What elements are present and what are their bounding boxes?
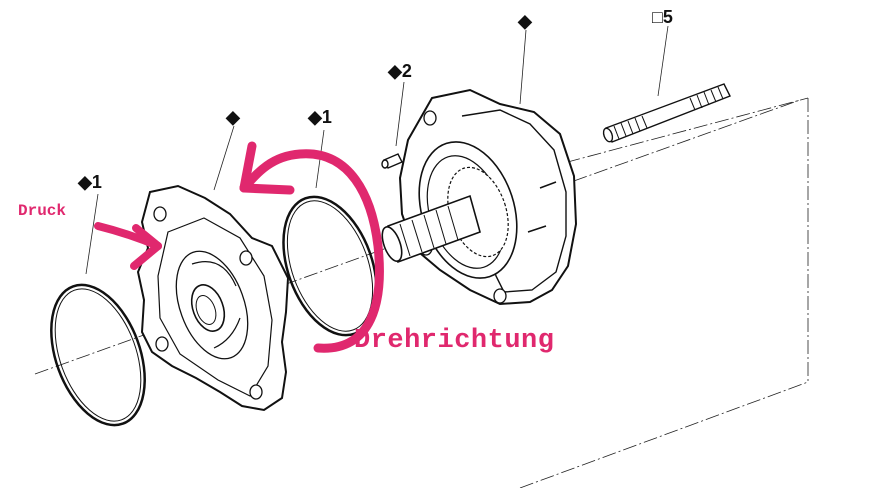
splined-shaft: [381, 194, 481, 264]
callout-pump-housing: ◆: [518, 11, 532, 31]
annotation-rotation: Drehrichtung: [354, 326, 555, 356]
annotation-pressure: Druck: [18, 202, 67, 220]
boundary-top: [544, 97, 809, 169]
callout-stud: □5: [652, 7, 673, 27]
cover-plate: [136, 184, 290, 412]
dowel-pin: [381, 153, 403, 169]
callout-o-ring-middle: ◆1: [308, 107, 332, 127]
callout-o-ring-left: ◆1: [78, 172, 102, 192]
pressure-arrow: [94, 222, 162, 270]
callout-pin: ◆2: [388, 61, 412, 81]
boundary-bottom: [519, 381, 809, 488]
pump-housing: [398, 88, 578, 306]
o-ring-left: [50, 283, 146, 427]
rotation-arrow: [239, 141, 384, 353]
threaded-stud: [602, 83, 731, 143]
callout-cover-plate: ◆: [226, 107, 240, 127]
